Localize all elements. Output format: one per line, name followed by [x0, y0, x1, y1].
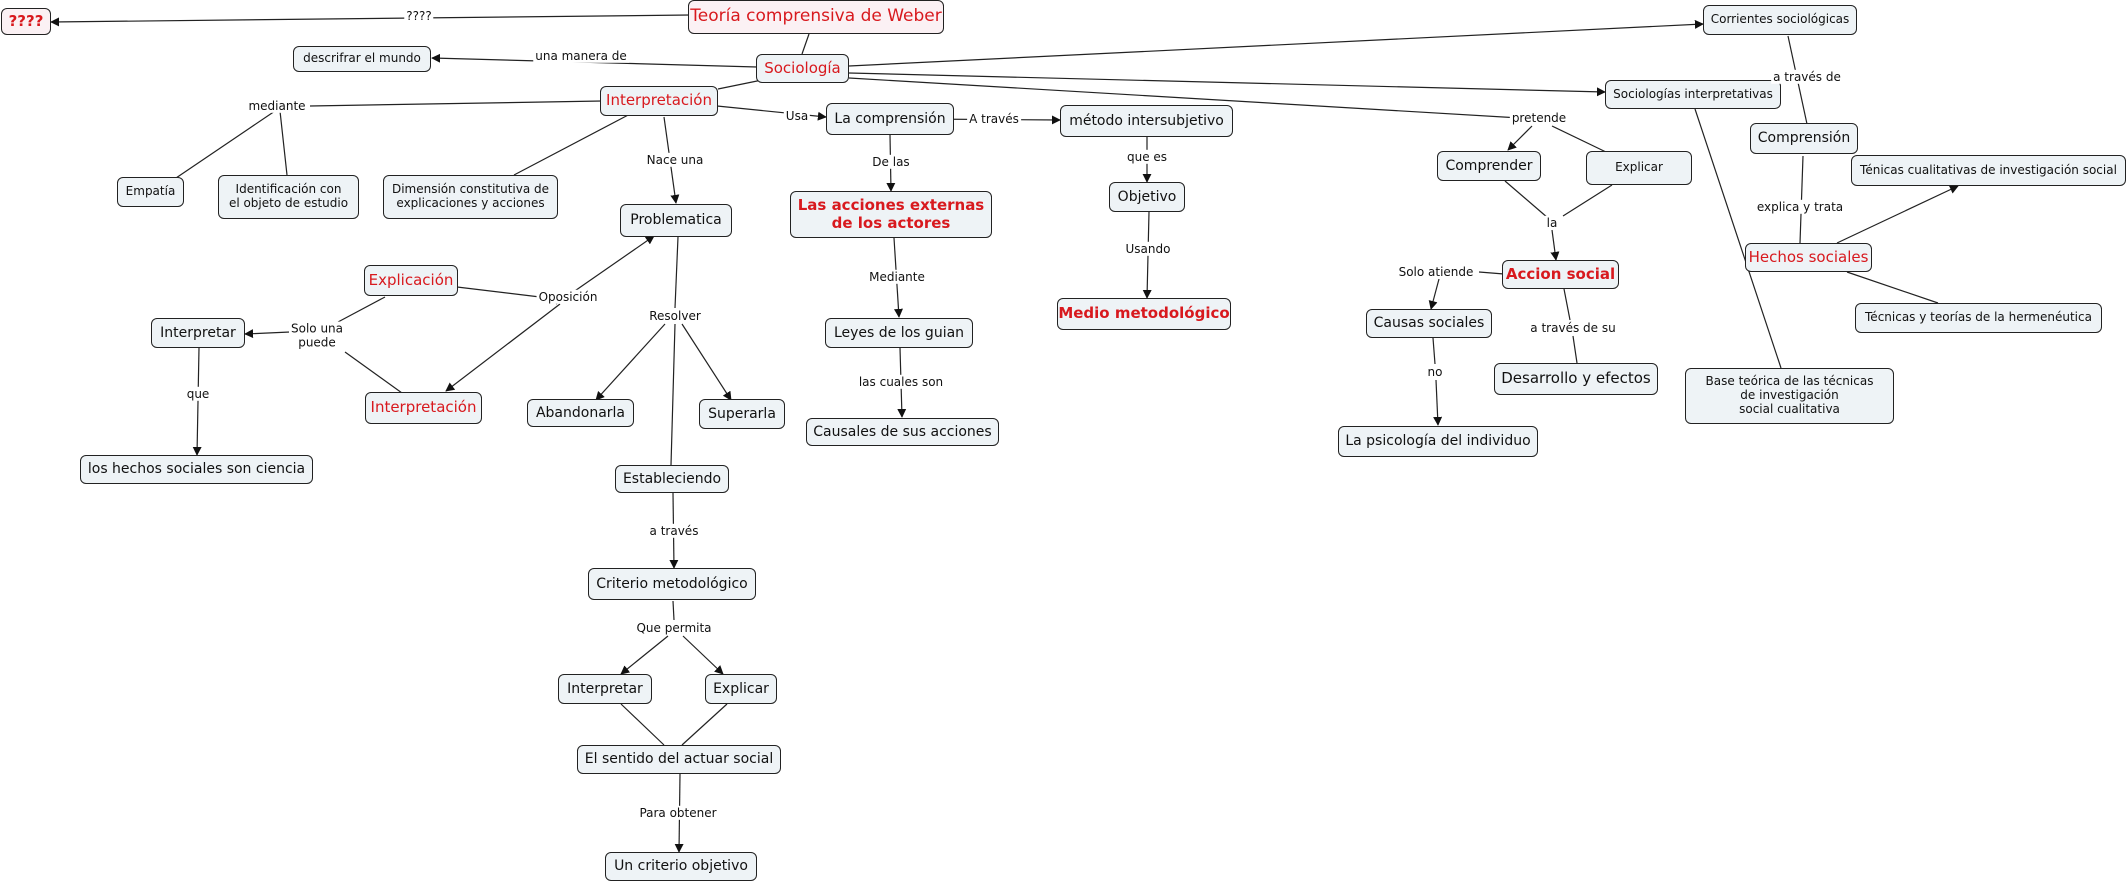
- label-question: ????: [404, 8, 434, 24]
- node-tecnicas-hermeneutica[interactable]: Técnicas y teorías de la hermenéutica: [1855, 303, 2102, 333]
- label-que-permita: Que permita: [634, 620, 714, 636]
- node-corrientes[interactable]: Corrientes sociológicas: [1703, 5, 1857, 35]
- node-dimension[interactable]: Dimensión constitutiva de explicaciones …: [383, 175, 558, 219]
- node-interpretar-1[interactable]: Interpretar: [151, 318, 245, 348]
- label-la: la: [1544, 215, 1560, 231]
- label-a-traves-de-su: a través de su: [1528, 320, 1618, 336]
- label-no: no: [1425, 364, 1445, 380]
- node-acciones-externas[interactable]: Las acciones externas de los actores: [790, 191, 992, 238]
- node-sociologia[interactable]: Sociología: [756, 54, 849, 83]
- label-mediante-2: Mediante: [867, 269, 927, 285]
- node-comprender[interactable]: Comprender: [1437, 151, 1541, 181]
- label-de-las: De las: [870, 154, 912, 170]
- node-teoria-comprensiva[interactable]: Teoría comprensiva de Weber: [688, 0, 944, 34]
- label-explica-y-trata: explica y trata: [1754, 199, 1846, 215]
- node-tecnicas-cualitativas[interactable]: Ténicas cualitativas de investigación so…: [1851, 155, 2126, 186]
- label-a-traves-2: a través: [647, 523, 701, 539]
- label-usando: Usando: [1123, 241, 1173, 257]
- node-estableciendo[interactable]: Estableciendo: [615, 465, 729, 493]
- node-hechos-sociales[interactable]: Hechos sociales: [1745, 243, 1872, 272]
- label-usa: Usa: [783, 108, 811, 124]
- node-criterio-metodologico[interactable]: Criterio metodológico: [588, 568, 756, 600]
- node-explicacion[interactable]: Explicación: [364, 265, 458, 296]
- node-desarrollo-efectos[interactable]: Desarrollo y efectos: [1494, 363, 1658, 395]
- label-resolver: Resolver: [647, 308, 703, 324]
- label-las-cuales-son: las cuales son: [856, 374, 946, 390]
- node-question[interactable]: ????: [1, 8, 51, 35]
- node-leyes[interactable]: Leyes de los guian: [825, 318, 973, 348]
- label-solo-una-puede: Solo una puede: [288, 321, 346, 351]
- node-causas-sociales[interactable]: Causas sociales: [1366, 309, 1492, 338]
- node-problematica[interactable]: Problematica: [620, 204, 732, 237]
- node-sociologias-interpretativas[interactable]: Sociologías interpretativas: [1605, 80, 1781, 109]
- label-para-obtener: Para obtener: [637, 805, 719, 821]
- label-que-es: que es: [1124, 149, 1170, 165]
- label-a-traves-1: A través: [967, 111, 1021, 127]
- node-base-teorica[interactable]: Base teórica de las técnicas de investig…: [1685, 368, 1894, 424]
- node-hechos-ciencia[interactable]: los hechos sociales son ciencia: [80, 455, 313, 484]
- node-accion-social[interactable]: Accion social: [1502, 260, 1619, 289]
- label-que: que: [184, 386, 212, 402]
- label-a-traves-de: a través de: [1771, 69, 1843, 85]
- label-pretende: pretende: [1509, 110, 1569, 126]
- node-superarla[interactable]: Superarla: [699, 399, 785, 429]
- node-empatia[interactable]: Empatía: [117, 177, 184, 207]
- node-metodo-intersubjetivo[interactable]: método intersubjetivo: [1060, 105, 1233, 137]
- node-la-comprension[interactable]: La comprensión: [826, 103, 954, 135]
- label-mediante: mediante: [246, 98, 308, 114]
- label-una-manera-de: una manera de: [533, 48, 629, 64]
- node-objetivo[interactable]: Objetivo: [1109, 182, 1185, 212]
- node-psicologia-individuo[interactable]: La psicología del individuo: [1338, 426, 1538, 457]
- node-descrifrar-mundo[interactable]: descrifrar el mundo: [293, 46, 431, 72]
- node-comprension-2[interactable]: Comprensión: [1750, 123, 1858, 154]
- node-explicar-2[interactable]: Explicar: [705, 674, 777, 704]
- node-interpretacion-1[interactable]: Interpretación: [600, 86, 718, 116]
- node-explicar-1[interactable]: Explicar: [1586, 151, 1692, 185]
- label-oposicion: Oposición: [536, 289, 600, 305]
- node-identificacion[interactable]: Identificación con el objeto de estudio: [218, 175, 359, 219]
- label-nace-una: Nace una: [644, 152, 706, 168]
- label-solo-atiende: Solo atiende: [1396, 264, 1476, 280]
- node-interpretar-2[interactable]: Interpretar: [558, 674, 652, 704]
- node-medio-metodologico[interactable]: Medio metodológico: [1057, 298, 1231, 330]
- node-un-criterio-objetivo[interactable]: Un criterio objetivo: [605, 852, 757, 881]
- node-sentido-actuar[interactable]: El sentido del actuar social: [577, 745, 781, 774]
- node-causales[interactable]: Causales de sus acciones: [806, 418, 999, 446]
- node-abandonarla[interactable]: Abandonarla: [527, 399, 634, 427]
- node-interpretacion-2[interactable]: Interpretación: [365, 392, 482, 424]
